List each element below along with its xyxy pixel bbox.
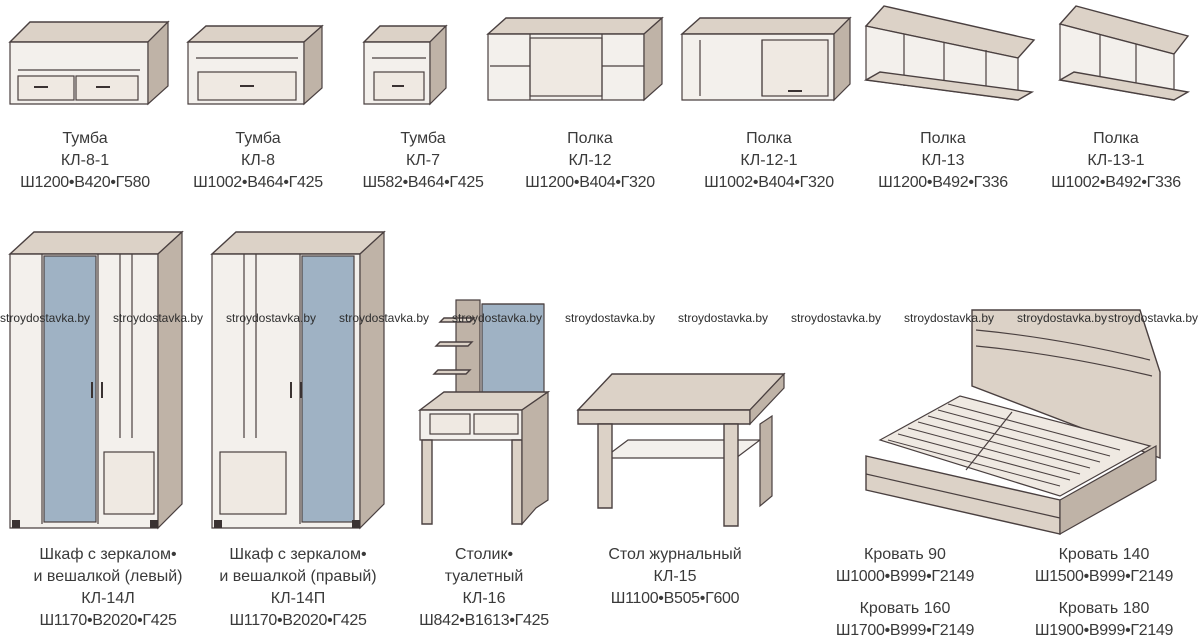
product-name: Кровать 90 — [864, 546, 946, 563]
product-name: Полка — [1093, 130, 1139, 147]
caption-dressing-table-kl-16: Столик• туалетный КЛ-16 Ш842•В1613•Г425 — [404, 544, 564, 632]
caption-wardrobe-kl-14l: Шкаф с зеркалом• и вешалкой (левый) КЛ-1… — [18, 544, 198, 632]
product-code: КЛ-12 — [568, 152, 612, 169]
product-code: КЛ-8-1 — [60, 152, 110, 169]
product-name-line1: Столик• — [454, 546, 514, 563]
product-name-line2: и вешалкой (правый) — [219, 568, 377, 585]
product-dimensions: Ш1200•В420•Г580 — [20, 174, 150, 191]
product-name-line1: Шкаф с зеркалом• — [229, 546, 367, 563]
product-dimensions: Ш582•В464•Г425 — [362, 174, 484, 191]
caption-coffee-table-kl-15: Стол журнальный КЛ-15 Ш1100•В505•Г600 — [590, 544, 760, 610]
product-dimensions: Ш1002•В492•Г336 — [1051, 174, 1181, 191]
wardrobe-kl-14p-drawing — [210, 230, 386, 530]
caption-bed-160: Кровать 160 Ш1700•В999•Г2149 — [810, 598, 1000, 642]
product-name: Тумба — [400, 130, 446, 147]
product-code: КЛ-7 — [405, 152, 441, 169]
bed-drawing — [865, 309, 1161, 536]
watermark: stroydostavka.by — [565, 311, 656, 325]
product-dimensions: Ш1700•В999•Г2149 — [835, 622, 975, 639]
watermark: stroydostavka.by — [678, 311, 769, 325]
product-dimensions: Ш1170•В2020•Г425 — [39, 612, 177, 629]
watermark: stroydostavka.by — [0, 311, 91, 325]
caption-bed-140: Кровать 140 Ш1500•В999•Г2149 — [1008, 544, 1200, 588]
coffee-table-kl-15-drawing — [576, 372, 786, 527]
product-name: Полка — [920, 130, 966, 147]
product-name-line2: туалетный — [444, 568, 524, 585]
product-name: Тумба — [62, 130, 108, 147]
watermark: stroydostavka.by — [904, 311, 995, 325]
product-name: Полка — [567, 130, 613, 147]
product-dimensions: Ш1000•В999•Г2149 — [835, 568, 975, 585]
caption-tumba-kl-8-1: Тумба КЛ-8-1 Ш1200•В420•Г580 — [0, 128, 170, 194]
caption-polka-kl-12-1: Полка КЛ-12-1 Ш1002•В404•Г320 — [684, 128, 854, 194]
product-dimensions: Ш842•В1613•Г425 — [419, 612, 549, 629]
watermark: stroydostavka.by — [226, 311, 317, 325]
product-name: Кровать 160 — [859, 600, 951, 617]
product-name: Кровать 180 — [1058, 600, 1150, 617]
caption-bed-180: Кровать 180 Ш1900•В999•Г2149 — [1008, 598, 1200, 642]
caption-polka-kl-13-1: Полка КЛ-13-1 Ш1002•В492•Г336 — [1032, 128, 1200, 194]
caption-tumba-kl-7: Тумба КЛ-7 Ш582•В464•Г425 — [348, 128, 498, 194]
product-code: КЛ-14Л — [81, 590, 135, 607]
product-code: КЛ-13 — [921, 152, 965, 169]
product-code: КЛ-12-1 — [740, 152, 798, 169]
product-dimensions: Ш1170•В2020•Г425 — [229, 612, 367, 629]
product-name-line1: Шкаф с зеркалом• — [39, 546, 177, 563]
product-code: КЛ-8 — [240, 152, 276, 169]
product-dimensions: Ш1200•В404•Г320 — [525, 174, 655, 191]
watermark: stroydostavka.by — [113, 311, 204, 325]
caption-tumba-kl-8: Тумба КЛ-8 Ш1002•В464•Г425 — [178, 128, 338, 194]
caption-bed-90: Кровать 90 Ш1000•В999•Г2149 — [810, 544, 1000, 588]
product-dimensions: Ш1002•В464•Г425 — [193, 174, 323, 191]
product-name-line2: и вешалкой (левый) — [33, 568, 183, 585]
watermark: stroydostavka.by — [339, 311, 430, 325]
polka-kl-13-drawing — [863, 5, 1036, 101]
caption-polka-kl-13: Полка КЛ-13 Ш1200•В492•Г336 — [858, 128, 1028, 194]
caption-wardrobe-kl-14p: Шкаф с зеркалом• и вешалкой (правый) КЛ-… — [208, 544, 388, 632]
tumba-kl-8-drawing — [186, 24, 324, 106]
caption-polka-kl-12: Полка КЛ-12 Ш1200•В404•Г320 — [505, 128, 675, 194]
product-code: КЛ-13-1 — [1087, 152, 1145, 169]
wardrobe-kl-14l-drawing — [8, 230, 184, 530]
product-name: Кровать 140 — [1058, 546, 1150, 563]
tumba-kl-7-drawing — [362, 24, 448, 106]
product-name: Тумба — [235, 130, 281, 147]
product-code: КЛ-16 — [462, 590, 506, 607]
product-code: КЛ-15 — [653, 568, 697, 585]
product-name: Полка — [746, 130, 792, 147]
polka-kl-12-1-drawing — [680, 16, 852, 102]
product-dimensions: Ш1900•В999•Г2149 — [1034, 622, 1174, 639]
tumba-kl-8-1-drawing — [8, 20, 170, 106]
polka-kl-13-1-drawing — [1057, 5, 1191, 101]
polka-kl-12-drawing — [486, 16, 664, 102]
watermark: stroydostavka.by — [1017, 311, 1108, 325]
product-name-line1: Стол журнальный — [608, 546, 742, 563]
product-dimensions: Ш1100•В505•Г600 — [610, 590, 740, 607]
dressing-table-kl-16-drawing — [417, 299, 551, 526]
product-code: КЛ-14П — [270, 590, 326, 607]
product-dimensions: Ш1200•В492•Г336 — [878, 174, 1008, 191]
watermark: stroydostavka.by — [452, 311, 543, 325]
watermark: stroydostavka.by — [791, 311, 882, 325]
product-dimensions: Ш1002•В404•Г320 — [704, 174, 834, 191]
product-dimensions: Ш1500•В999•Г2149 — [1034, 568, 1174, 585]
watermark: stroydostavka.by — [1108, 311, 1199, 325]
